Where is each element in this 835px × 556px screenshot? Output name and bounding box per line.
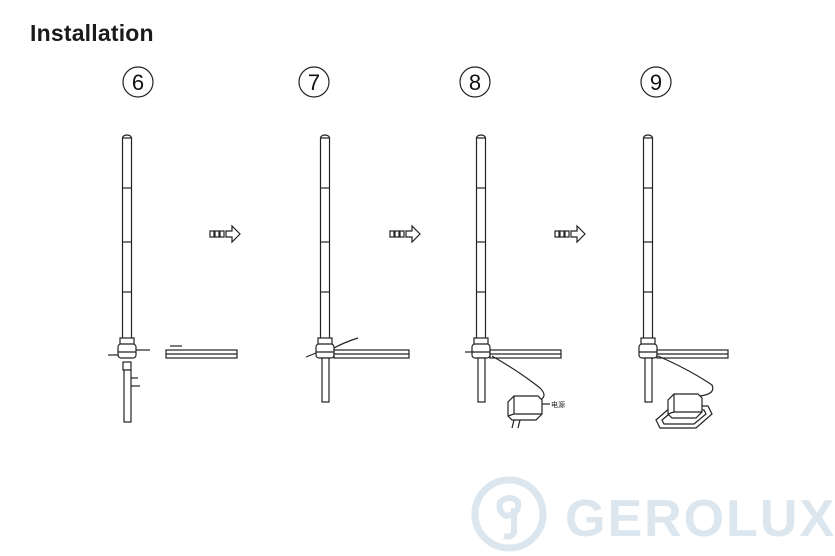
arrow-icon xyxy=(389,225,421,243)
step-9-illustration xyxy=(638,134,729,429)
step-8-number: 8 xyxy=(469,70,481,95)
step-7-marker: 7 xyxy=(298,66,330,98)
step-9-marker: 9 xyxy=(640,66,672,98)
logo-ring-icon xyxy=(471,476,547,552)
step-6-marker: 6 xyxy=(122,66,154,98)
step-9-number: 9 xyxy=(650,70,662,95)
watermark-text: GEROLUX xyxy=(565,490,835,548)
gerolux-logo: GEROLUX xyxy=(471,476,835,552)
step-6-number: 6 xyxy=(132,70,144,95)
step-8-illustration: 电源 xyxy=(465,134,565,429)
power-adapter-label: 电源 xyxy=(551,400,565,409)
step-7-number: 7 xyxy=(308,70,320,95)
arrow-icon xyxy=(554,225,586,243)
step-7-illustration xyxy=(305,134,410,403)
step-6-illustration xyxy=(108,134,238,423)
arrow-icon xyxy=(209,225,241,243)
step-8-marker: 8 xyxy=(459,66,491,98)
logo-mark-icon xyxy=(496,495,522,540)
page-title: Installation xyxy=(30,20,154,46)
